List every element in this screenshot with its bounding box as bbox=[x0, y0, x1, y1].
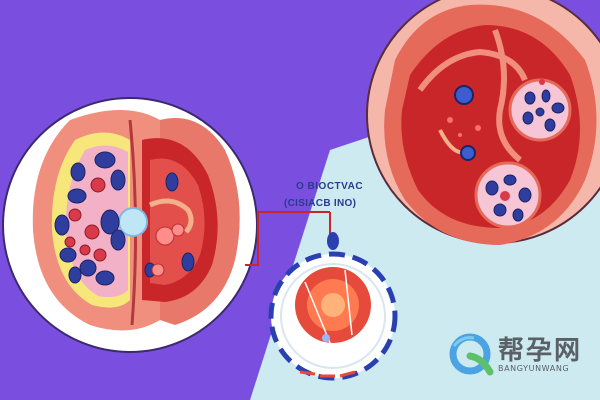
dial-needle-1 bbox=[304, 281, 336, 356]
blue-cells-right bbox=[144, 172, 195, 278]
diagram-label-top: O BIOCTVAC bbox=[296, 181, 364, 192]
left-cross-section bbox=[2, 97, 258, 353]
dial-small-dot bbox=[322, 334, 330, 342]
follicle-upper-cells bbox=[522, 89, 565, 132]
watermark: 帮孕网 BANGYUNWANG bbox=[448, 330, 588, 380]
red-cells-left bbox=[64, 177, 107, 262]
fold-line-2 bbox=[492, 28, 522, 163]
q-leaf-logo-icon bbox=[449, 333, 494, 376]
diagram-label-bottom: (CISIACB INO) bbox=[284, 198, 357, 209]
center-glow bbox=[118, 207, 148, 237]
vessel bbox=[148, 198, 194, 234]
dial-glow-core bbox=[321, 293, 345, 317]
node-lower bbox=[460, 145, 476, 161]
top-right-cross-section bbox=[366, 0, 600, 245]
follicle-lower-cells bbox=[485, 174, 532, 222]
watermark-chinese: 帮孕网 bbox=[498, 336, 583, 366]
fold-line-1 bbox=[417, 48, 528, 92]
red-lobe-inner bbox=[150, 158, 205, 285]
dial-needle-2 bbox=[344, 269, 353, 336]
red-cells-right bbox=[151, 223, 185, 277]
red-dots bbox=[447, 117, 481, 137]
watermark-latin: BANGYUNWANG bbox=[498, 364, 570, 373]
blue-cells-left bbox=[54, 151, 126, 286]
node-upper bbox=[454, 85, 474, 105]
connector-down bbox=[245, 212, 259, 266]
bottom-dial bbox=[268, 232, 398, 381]
dial-bottom-ticks bbox=[299, 370, 356, 378]
dial-top-marker bbox=[327, 232, 339, 250]
